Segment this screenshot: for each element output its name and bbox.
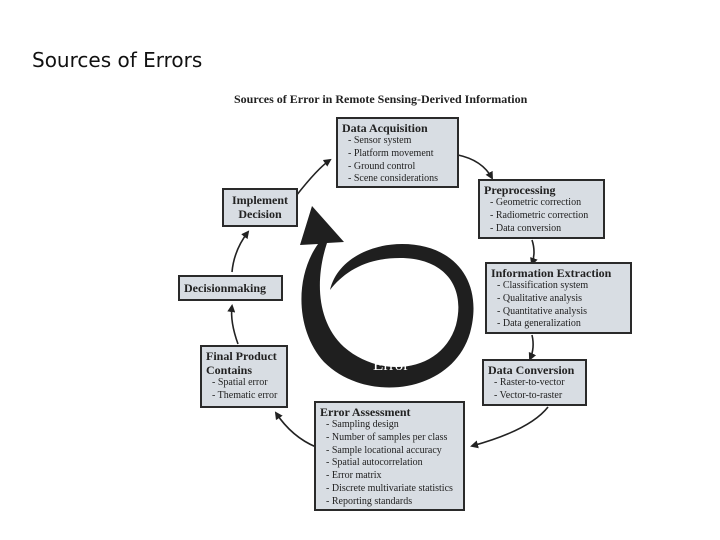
preprocessing-title: Preprocessing [484,183,556,197]
list-item: Platform movement [348,148,453,161]
arrow-assessment-to-final-product [274,411,317,448]
information-extraction-box: Information Extraction Classification sy… [485,262,632,334]
slide-title: Sources of Errors [32,48,203,72]
list-item: Sampling design [326,419,459,432]
list-item: Geometric correction [490,197,599,210]
implement-decision-title-line1: Implement [232,193,288,207]
list-item: Data conversion [490,223,599,236]
list-item: Thematic error [212,390,282,403]
error-assessment-title: Error Assessment [320,405,411,419]
arrow-conversion-to-assessment [470,406,549,449]
list-item: Discrete multivariate statistics [326,483,459,496]
list-item: Spatial error [212,377,282,390]
list-item: Ground control [348,161,453,174]
preprocessing-box: Preprocessing Geometric correction Radio… [478,179,605,239]
arrow-implement-to-acquisition [295,158,332,197]
list-item: Number of samples per class [326,432,459,445]
arrow-decisionmaking-to-implement [231,230,250,273]
list-item: Quantitative analysis [497,306,626,319]
arrow-acquisition-to-preprocessing [457,154,493,180]
list-item: Spatial autocorrelation [326,457,459,470]
information-extraction-title: Information Extraction [491,266,612,280]
arrow-extraction-to-conversion [528,334,537,361]
list-item: Radiometric correction [490,210,599,223]
final-product-title-line2: Contains [206,363,253,377]
error-label: Error [373,355,409,374]
list-item: Classification system [497,280,626,293]
list-item: Reporting standards [326,496,459,509]
final-product-title-line1: Final Product [206,349,277,363]
error-assessment-box: Error Assessment Sampling design Number … [314,401,465,511]
data-acquisition-title: Data Acquisition [342,121,428,135]
decisionmaking-title: Decisionmaking [184,281,267,295]
list-item: Error matrix [326,470,459,483]
list-item: Qualitative analysis [497,293,626,306]
arrow-preprocessing-to-extraction [530,239,538,266]
arrow-final-product-to-decisionmaking [227,304,239,345]
list-item: Vector-to-raster [494,390,581,403]
decisionmaking-box: Decisionmaking [178,275,283,301]
error-swirl-shape [300,206,474,388]
data-conversion-box: Data Conversion Raster-to-vector Vector-… [482,359,587,406]
list-item: Sample locational accuracy [326,445,459,458]
list-item: Data generalization [497,318,626,331]
data-acquisition-box: Data Acquisition Sensor system Platform … [336,117,459,188]
list-item: Scene considerations [348,173,453,186]
final-product-box: Final Product Contains Spatial error The… [200,345,288,408]
list-item: Raster-to-vector [494,377,581,390]
data-conversion-title: Data Conversion [488,363,575,377]
figure-title: Sources of Error in Remote Sensing-Deriv… [234,92,528,106]
implement-decision-box: Implement Decision [222,188,298,227]
implement-decision-title-line2: Decision [238,207,282,221]
list-item: Sensor system [348,135,453,148]
